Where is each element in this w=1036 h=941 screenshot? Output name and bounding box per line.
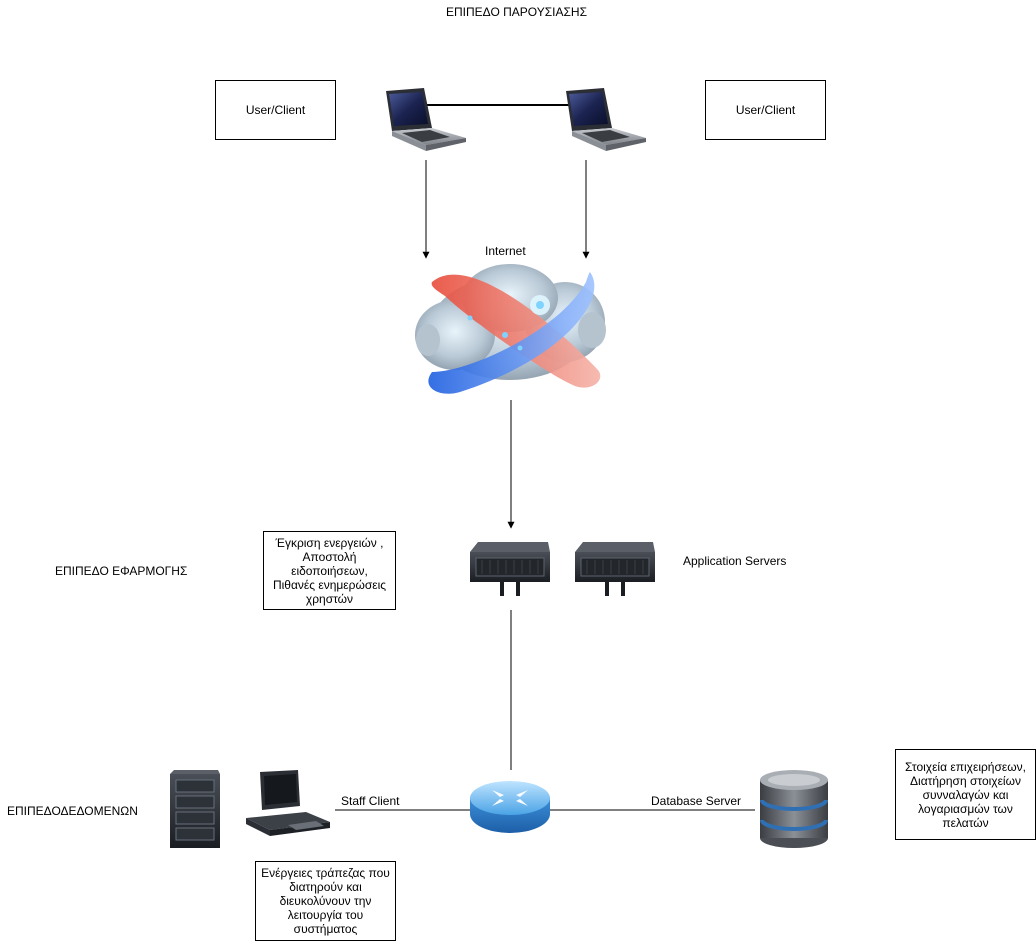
db-note-text: Στοιχεία επιχειρήσεων, Διατήρηση στοιχεί… bbox=[905, 759, 1026, 830]
user-client-box-left[interactable]: User/Client bbox=[215, 80, 336, 140]
application-note-text: Έγκριση ενεργειών , Αποστολή ειδοποιήσεω… bbox=[272, 535, 387, 606]
staff-note-text: Ενέργειες τράπεζας που διατηρούν και διε… bbox=[261, 866, 390, 936]
laptop-icon bbox=[386, 88, 466, 151]
data-layer-title: ΕΠΙΠΕΔΟΔΕΔΟΜΕΝΩΝ bbox=[7, 804, 138, 818]
internet-label: Internet bbox=[485, 244, 526, 258]
user-client-label: User/Client bbox=[245, 103, 306, 117]
application-note-box[interactable]: Έγκριση ενεργειών , Αποστολή ειδοποιήσεω… bbox=[263, 531, 396, 610]
user-client-box-right[interactable]: User/Client bbox=[705, 80, 826, 140]
database-server-label: Database Server bbox=[651, 794, 742, 808]
laptop-icon bbox=[566, 88, 646, 151]
application-layer-title: ΕΠΙΠΕΔΟ ΕΦΑΡΜΟΓΗΣ bbox=[55, 564, 188, 578]
staff-note-box[interactable]: Ενέργειες τράπεζας που διατηρούν και διε… bbox=[255, 861, 396, 941]
application-servers-label: Application Servers bbox=[683, 554, 787, 568]
staff-client-label: Staff Client bbox=[341, 794, 400, 808]
user-client-label: User/Client bbox=[735, 103, 796, 117]
server-icon bbox=[575, 542, 655, 596]
workstation-icon bbox=[246, 770, 330, 836]
router-icon bbox=[470, 781, 550, 833]
database-icon bbox=[760, 770, 828, 848]
server-icon bbox=[470, 542, 550, 596]
presentation-layer-title: ΕΠΙΠΕΔΟ ΠΑΡΟΥΣΙΑΣΗΣ bbox=[446, 5, 587, 19]
cloud-icon bbox=[415, 264, 606, 394]
rack-icon bbox=[170, 770, 220, 848]
db-note-box[interactable]: Στοιχεία επιχειρήσεων, Διατήρηση στοιχεί… bbox=[895, 749, 1036, 840]
